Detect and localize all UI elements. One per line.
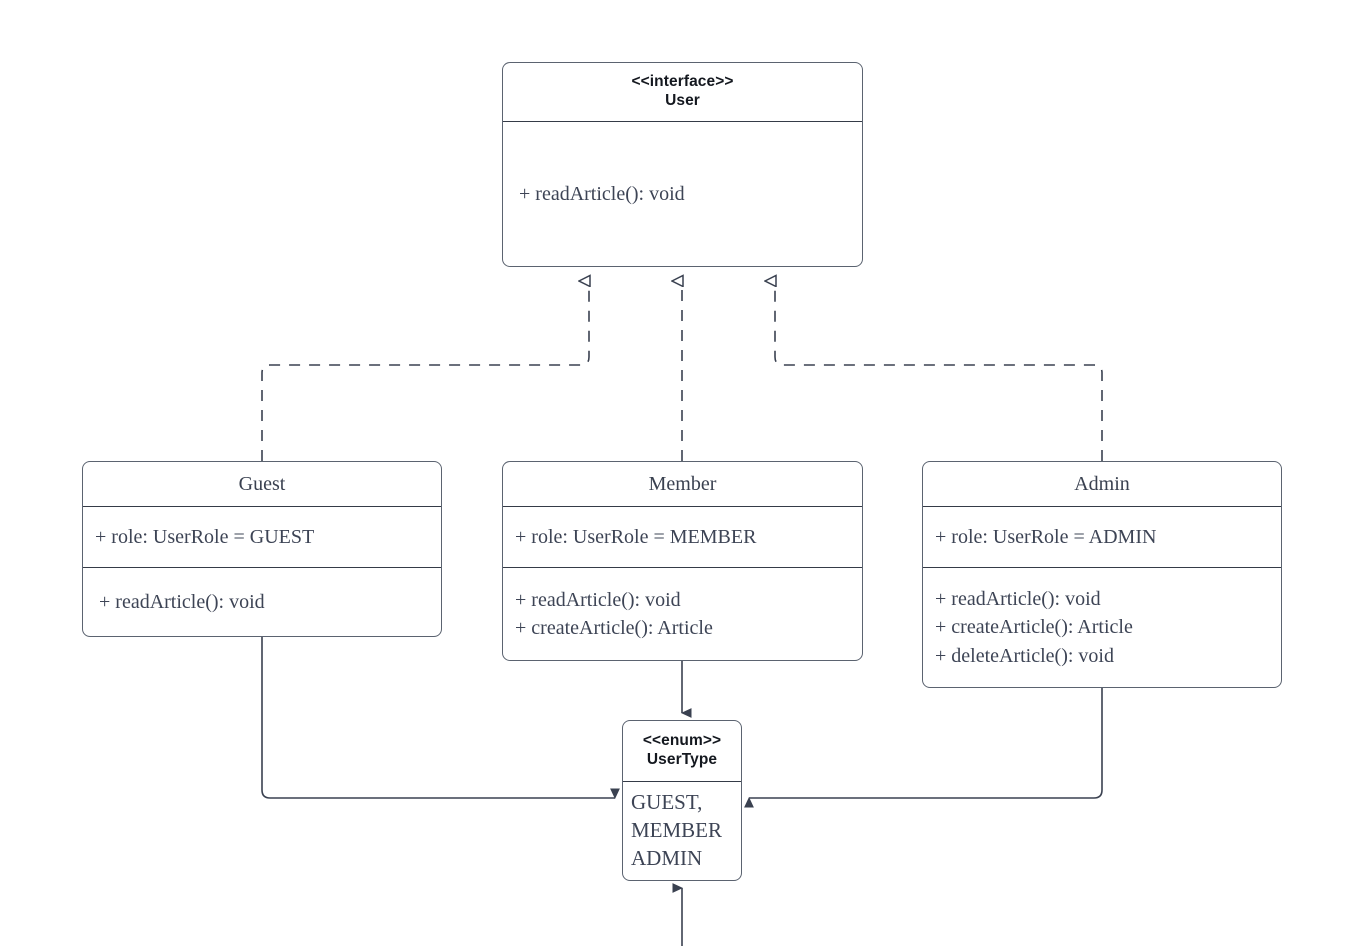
enum-name-label: UserType (646, 751, 718, 768)
edge-admin-uses-usertype (744, 688, 1103, 808)
operation-item: + readArticle(): void (519, 182, 685, 205)
class-box-user[interactable]: <<interface>> User + readArticle(): void (502, 62, 863, 267)
operations-compartment-user: + readArticle(): void (503, 121, 862, 266)
operation-item: + readArticle(): void (99, 590, 265, 613)
stereotype-label: <<enum>> (642, 732, 722, 750)
enum-box-usertype[interactable]: <<enum>> UserType GUEST, MEMBER ADMIN (622, 720, 742, 881)
class-header-member: Member (503, 462, 862, 506)
attributes-compartment-guest: + role: UserRole = GUEST (83, 506, 441, 567)
class-name-label: Member (648, 473, 717, 495)
class-name-label: User (665, 92, 700, 109)
attributes-compartment-admin: + role: UserRole = ADMIN (923, 506, 1281, 567)
class-box-member[interactable]: Member + role: UserRole = MEMBER + readA… (502, 461, 863, 661)
stereotype-label: <<interface>> (631, 73, 734, 91)
operation-item: + deleteArticle(): void (935, 644, 1114, 667)
attribute-item: + role: UserRole = MEMBER (515, 525, 757, 548)
enum-value-item: ADMIN (631, 845, 703, 870)
attribute-item: + role: UserRole = ADMIN (935, 525, 1157, 548)
class-header-user: <<interface>> User (503, 63, 862, 121)
operation-item: + createArticle(): Article (515, 617, 713, 639)
enum-value-item: MEMBER (631, 818, 723, 843)
operations-compartment-admin: + readArticle(): void + createArticle():… (923, 567, 1281, 687)
attribute-item: + role: UserRole = GUEST (95, 525, 315, 548)
class-name-label: Guest (238, 473, 286, 495)
enum-header-usertype: <<enum>> UserType (623, 721, 741, 781)
operation-item: + readArticle(): void (935, 587, 1101, 610)
operations-compartment-guest: + readArticle(): void (83, 567, 441, 636)
class-name-label: Admin (1074, 473, 1130, 495)
class-box-admin[interactable]: Admin + role: UserRole = ADMIN + readArt… (922, 461, 1282, 688)
edge-guest-realizes-user (261, 281, 589, 461)
edge-guest-uses-usertype (261, 637, 620, 799)
operation-item: + createArticle(): Article (935, 616, 1133, 639)
operation-item: + readArticle(): void (515, 588, 681, 611)
values-compartment-usertype: GUEST, MEMBER ADMIN (623, 781, 741, 880)
edge-admin-realizes-user (775, 281, 1103, 461)
class-box-guest[interactable]: Guest + role: UserRole = GUEST + readArt… (82, 461, 442, 637)
enum-value-item: GUEST, (631, 790, 703, 815)
attributes-compartment-member: + role: UserRole = MEMBER (503, 506, 862, 567)
operations-compartment-member: + readArticle(): void + createArticle():… (503, 567, 862, 660)
class-header-guest: Guest (83, 462, 441, 506)
class-header-admin: Admin (923, 462, 1281, 506)
